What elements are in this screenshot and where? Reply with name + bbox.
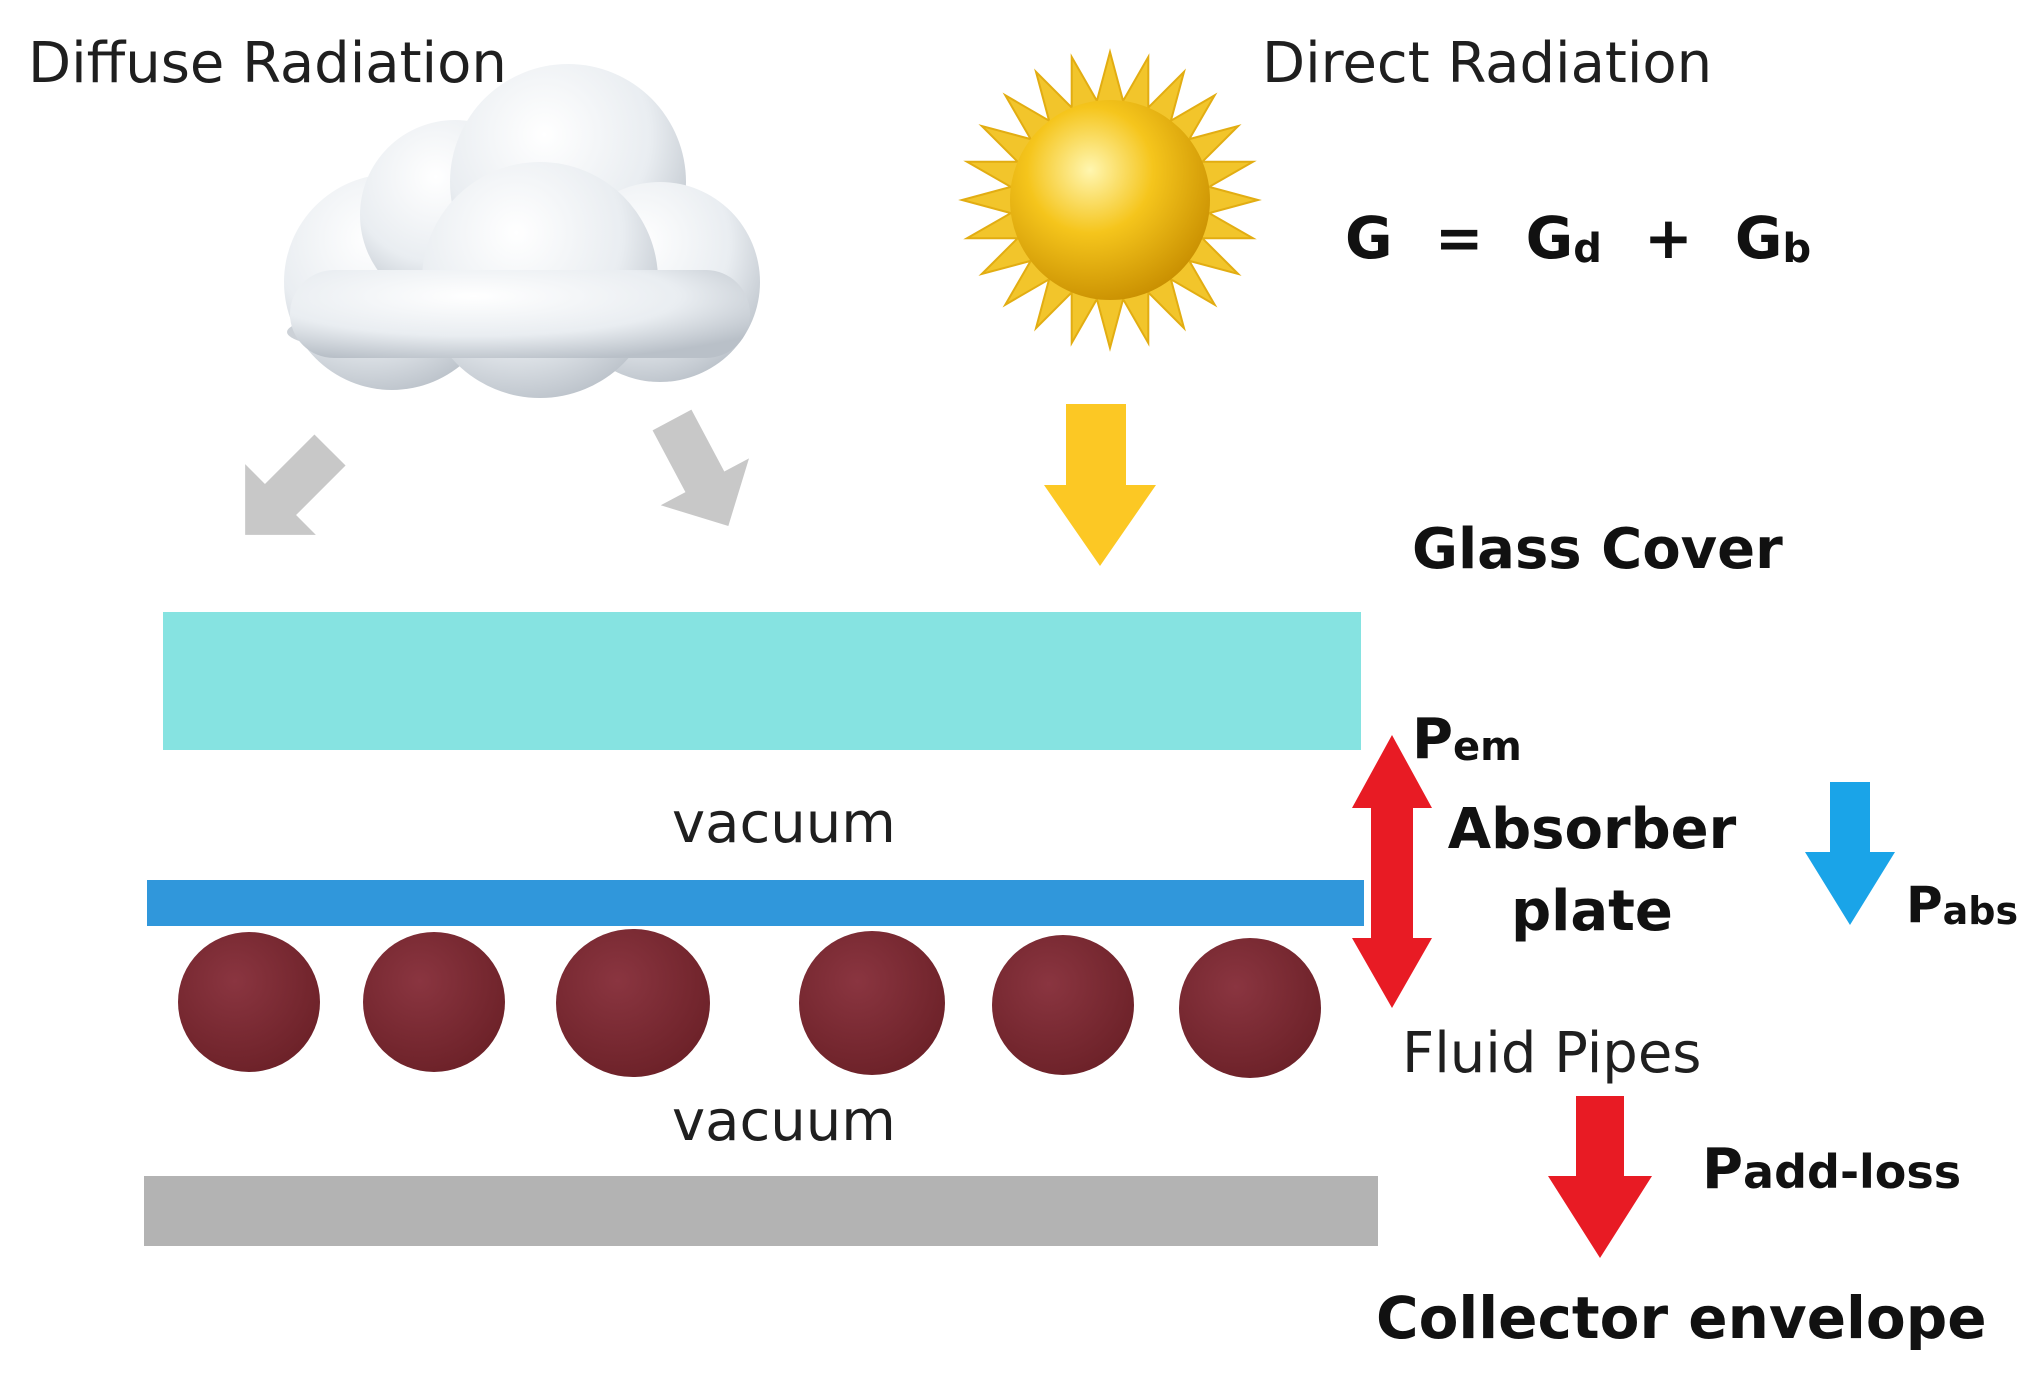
absorption-arrow — [1805, 782, 1895, 925]
p-abs-label: Pabs — [1906, 876, 2018, 934]
emission-double-arrow — [1352, 735, 1432, 1008]
p-em-label: Pem — [1412, 707, 1522, 772]
sun-icon — [958, 48, 1262, 352]
additional-loss-arrow — [1548, 1096, 1652, 1258]
equation-equals: = — [1435, 204, 1484, 272]
collector-envelope-label: Collector envelope — [1376, 1284, 1987, 1352]
fluid-pipe — [799, 931, 945, 1075]
cloud-icon — [284, 64, 760, 398]
fluid-pipe — [178, 932, 320, 1072]
diffuse-radiation-label: Diffuse Radiation — [28, 31, 507, 96]
absorber-label-line1: Absorber — [1448, 797, 1737, 862]
p-em-subscript: em — [1453, 724, 1522, 770]
direct-radiation-label: Direct Radiation — [1262, 31, 1712, 96]
equation-gb: G — [1735, 204, 1783, 272]
fluid-pipe — [992, 935, 1134, 1075]
fluid-pipe — [556, 929, 710, 1077]
fluid-pipe — [1179, 938, 1321, 1078]
equation-g: G — [1345, 204, 1393, 272]
fluid-pipes-label: Fluid Pipes — [1402, 1021, 1701, 1086]
absorber-plate — [147, 880, 1364, 926]
glass-cover — [163, 612, 1361, 750]
p-add-loss-base: P — [1702, 1137, 1743, 1202]
fluid-pipe — [363, 932, 505, 1072]
equation-gd: G — [1526, 204, 1574, 272]
fluid-pipes — [178, 929, 1321, 1078]
p-add-loss-label: Padd-loss — [1702, 1137, 1961, 1202]
vacuum-top-label: vacuum — [672, 791, 896, 856]
equation-gd-subscript: d — [1573, 226, 1602, 272]
diffuse-arrow-right — [652, 409, 750, 526]
equation-plus: + — [1644, 204, 1693, 272]
p-abs-subscript: abs — [1943, 889, 2018, 933]
collector-envelope — [144, 1176, 1378, 1246]
radiation-equation: G = Gd + Gb — [1345, 204, 1811, 276]
equation-gb-subscript: b — [1783, 226, 1812, 272]
vacuum-bottom-label: vacuum — [672, 1089, 896, 1154]
p-abs-base: P — [1906, 876, 1943, 934]
p-add-loss-subscript: add-loss — [1743, 1145, 1961, 1199]
diffuse-arrow-left — [245, 434, 346, 535]
p-em-base: P — [1412, 707, 1453, 772]
direct-radiation-arrow — [1044, 404, 1156, 566]
glass-cover-label: Glass Cover — [1412, 517, 1783, 582]
absorber-label-line2: plate — [1511, 879, 1673, 944]
